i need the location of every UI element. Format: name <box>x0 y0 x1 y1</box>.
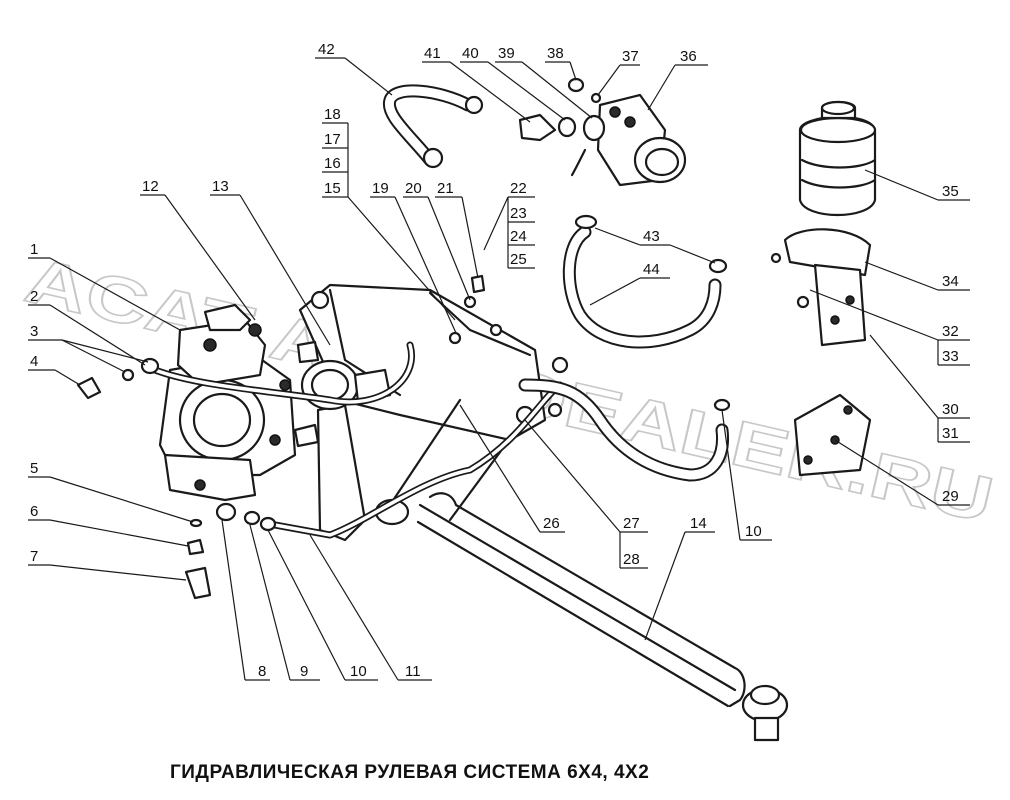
callout-21: 21 <box>437 180 454 197</box>
diagram-title: ГИДРАВЛИЧЕСКАЯ РУЛЕВАЯ СИСТЕМА 6X4, 4X2 <box>170 762 649 783</box>
callout-4: 4 <box>30 353 38 370</box>
callout-6: 6 <box>30 503 38 520</box>
callout-37: 37 <box>622 48 639 65</box>
callout-33: 33 <box>942 348 959 365</box>
callout-12: 12 <box>142 178 159 195</box>
callout-31: 31 <box>942 425 959 442</box>
callout-10-right: 10 <box>745 523 762 540</box>
callout-9: 9 <box>300 663 308 680</box>
callout-34: 34 <box>942 273 959 290</box>
callout-35: 35 <box>942 183 959 200</box>
callout-44: 44 <box>643 261 660 278</box>
callout-7: 7 <box>30 548 38 565</box>
callout-8: 8 <box>258 663 266 680</box>
callout-39: 39 <box>498 45 515 62</box>
callout-1: 1 <box>30 241 38 258</box>
return-hose <box>518 378 731 482</box>
tank-bracket <box>770 228 872 347</box>
callout-26: 26 <box>543 515 560 532</box>
tie-rod <box>416 492 789 742</box>
oil-tank <box>798 100 877 216</box>
pump-hose <box>382 84 484 169</box>
callout-32: 32 <box>942 323 959 340</box>
callout-43: 43 <box>643 228 660 245</box>
callout-40: 40 <box>462 45 479 62</box>
callout-13: 13 <box>212 178 229 195</box>
callout-labels: 1 2 3 4 5 6 7 8 9 10 11 12 13 14 15 16 1… <box>30 41 959 680</box>
callout-30: 30 <box>942 401 959 418</box>
callout-36: 36 <box>680 48 697 65</box>
steering-pump <box>518 77 687 187</box>
callout-10: 10 <box>350 663 367 680</box>
callout-28: 28 <box>623 551 640 568</box>
small-fittings <box>76 274 503 600</box>
leader-lines <box>28 57 970 681</box>
callout-42: 42 <box>318 41 335 58</box>
callout-14: 14 <box>690 515 707 532</box>
callout-29: 29 <box>942 488 959 505</box>
steering-gear <box>158 303 392 502</box>
callout-11: 11 <box>405 663 421 680</box>
callout-3: 3 <box>30 323 38 340</box>
callout-17: 17 <box>324 131 341 148</box>
callout-19: 19 <box>372 180 389 197</box>
callout-16: 16 <box>324 155 341 172</box>
pressure-lines <box>146 341 564 539</box>
callout-41: 41 <box>424 45 441 62</box>
callout-24: 24 <box>510 228 527 245</box>
suction-hose <box>562 214 728 349</box>
callout-15: 15 <box>324 180 341 197</box>
callout-22: 22 <box>510 180 527 197</box>
callout-27: 27 <box>623 515 640 532</box>
callout-20: 20 <box>405 180 422 197</box>
bracket-plate <box>793 393 872 477</box>
callout-38: 38 <box>547 45 564 62</box>
callout-18: 18 <box>324 106 341 123</box>
callout-23: 23 <box>510 205 527 222</box>
callout-2: 2 <box>30 288 38 305</box>
callout-5: 5 <box>30 460 38 477</box>
callout-25: 25 <box>510 251 527 268</box>
